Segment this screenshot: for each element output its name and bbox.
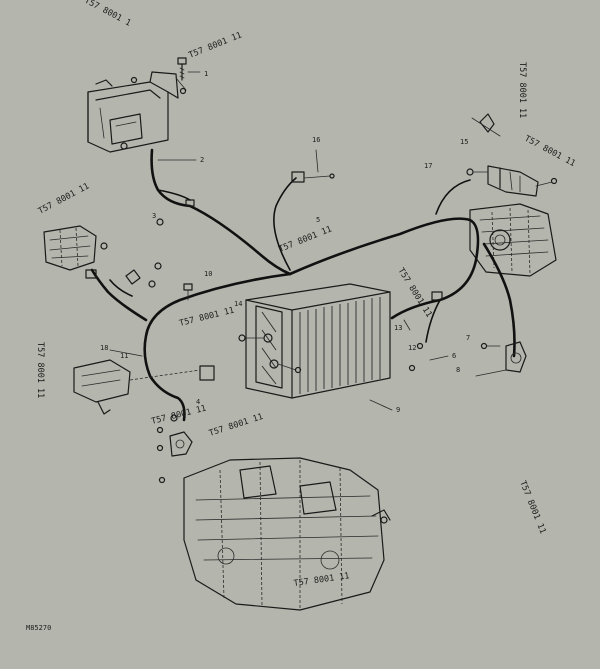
callout-15: 15 [460, 138, 468, 146]
callout-7: 7 [466, 334, 470, 342]
reference-under-battery: T57 8001 11 [208, 412, 265, 439]
callout-8: 8 [456, 366, 460, 374]
callout-12: 12 [408, 344, 416, 352]
reference-bottom-right-vertical: T57 8001 11 [517, 479, 547, 535]
reference-top-left: T57 8001 1 [83, 0, 133, 29]
bracket-left-lower [73, 359, 215, 415]
battery-center [238, 283, 391, 399]
callout-5: 5 [316, 216, 320, 224]
callout-18: 18 [100, 344, 108, 352]
callout-11: 11 [120, 352, 128, 360]
engine-component-left [43, 225, 97, 271]
callout-16: 16 [312, 136, 320, 144]
reference-top-bolt: T57 8001 11 [187, 30, 243, 60]
figure-code: M85270 [26, 624, 51, 632]
reference-right-upper: T57 8001 11 [523, 134, 577, 169]
callout-1: 1 [204, 70, 208, 78]
reference-right-side-vertical: T57 8001 11 [517, 62, 527, 118]
harness-connectors [85, 149, 527, 484]
bolt-top [177, 57, 201, 81]
callout-4: 4 [196, 398, 200, 406]
reference-left-mid: T57 8001 11 [37, 181, 91, 216]
callout-6: 6 [452, 352, 456, 360]
callout-10: 10 [204, 270, 212, 278]
callout-14: 14 [234, 300, 242, 308]
reference-center-left: T57 8001 11 [178, 306, 235, 329]
reference-lower-left: T57 8001 11 [150, 404, 207, 427]
callout-9: 9 [396, 406, 400, 414]
callout-17: 17 [424, 162, 432, 170]
reference-bottom: T57 8001 11 [293, 571, 350, 589]
engine-block-bottom [183, 457, 391, 611]
callout-13: 13 [394, 324, 402, 332]
reference-harness-upper: T57 8001 11 [277, 224, 333, 254]
starter-solenoid-upper-right [466, 113, 558, 197]
relay-bracket-top-left [87, 71, 187, 153]
reference-left-lower-vertical: T57 8001 11 [35, 342, 45, 398]
callout-2: 2 [200, 156, 204, 164]
callout-3: 3 [152, 212, 156, 220]
alternator-right [469, 203, 557, 277]
